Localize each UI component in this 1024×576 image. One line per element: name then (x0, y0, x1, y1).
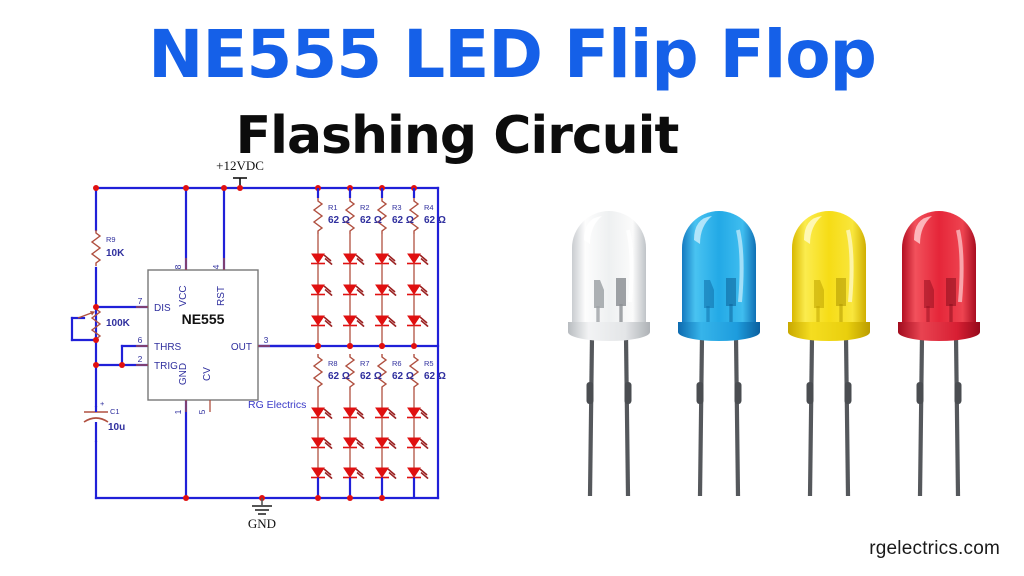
r3-value: 62 Ω (392, 215, 414, 226)
ic-pin-leads (136, 258, 270, 412)
website-url: rgelectrics.com (869, 538, 1000, 559)
led-leads (586, 335, 632, 497)
led-leads (916, 335, 962, 497)
r8-ref: R8 (328, 359, 338, 368)
pin-name-rst: RST (216, 286, 227, 306)
supply-node (233, 177, 247, 191)
led-internals (594, 278, 626, 322)
pin-number-6: 6 (138, 335, 143, 345)
pin-number-2: 2 (138, 354, 143, 364)
pin-name-gnd: GND (178, 363, 189, 385)
r2-value: 62 Ω (360, 215, 382, 226)
pin-name-out: OUT (231, 342, 252, 353)
r6-value: 62 Ω (392, 371, 414, 382)
r9-ref: R9 (106, 235, 116, 244)
blue-led (664, 196, 774, 526)
pin-number-8: 8 (173, 264, 183, 269)
supply-label: +12VDC (216, 158, 264, 173)
led-internals (924, 278, 956, 322)
r1-ref: R1 (328, 203, 338, 212)
r3-ref: R3 (392, 203, 402, 212)
pin-number-4: 4 (211, 264, 221, 269)
pin-number-7: 7 (138, 296, 143, 306)
r9-value: 10K (106, 248, 125, 259)
pin-number-3: 3 (264, 335, 269, 345)
ground-symbol (252, 495, 272, 515)
resistor-r9 (91, 229, 101, 267)
pin-number-1: 1 (173, 409, 183, 414)
r5-ref: R5 (424, 359, 434, 368)
c1-polarity: + (100, 399, 105, 408)
pin-name-trig: TRIG (154, 361, 178, 372)
led-internals (814, 278, 846, 322)
red-led (884, 196, 994, 526)
led-leads (696, 335, 742, 497)
pin-name-vcc: VCC (178, 285, 189, 306)
schematic-watermark: RG Electrics (248, 399, 306, 411)
circuit-schematic: +12VDC GND NE555 (0, 150, 520, 550)
page-title: NE555 LED Flip Flop (148, 16, 877, 93)
pin-name-dis: DIS (154, 303, 171, 314)
yellow-led (774, 196, 884, 526)
ne555-ic[interactable]: NE555 (147, 269, 259, 401)
potentiometer-100k[interactable] (77, 305, 101, 343)
capacitor-c1: + (83, 399, 109, 442)
led-leads (806, 335, 852, 497)
pin-number-5: 5 (197, 409, 207, 414)
junction-dots (93, 185, 227, 501)
r7-ref: R7 (360, 359, 370, 368)
r4-ref: R4 (424, 203, 434, 212)
led-internals (704, 278, 736, 322)
page-subtitle: Flashing Circuit (235, 106, 680, 166)
white-led (554, 196, 664, 526)
r2-ref: R2 (360, 203, 370, 212)
pot-value: 100K (106, 318, 131, 329)
upper-led-bank (310, 185, 430, 349)
r7-value: 62 Ω (360, 371, 382, 382)
r6-ref: R6 (392, 359, 402, 368)
r4-value: 62 Ω (424, 215, 446, 226)
pin-name-thrs: THRS (154, 342, 182, 353)
c1-ref: C1 (110, 407, 120, 416)
lower-led-bank (310, 343, 430, 501)
ic-label: NE555 (182, 311, 225, 327)
c1-value-real: 10u (108, 422, 125, 433)
pin-name-cv: CV (202, 367, 213, 381)
led-photo-row (540, 196, 1010, 526)
r8-value: 62 Ω (328, 371, 350, 382)
r5-value: 62 Ω (424, 371, 446, 382)
r1-value: 62 Ω (328, 215, 350, 226)
ground-label: GND (248, 516, 276, 531)
